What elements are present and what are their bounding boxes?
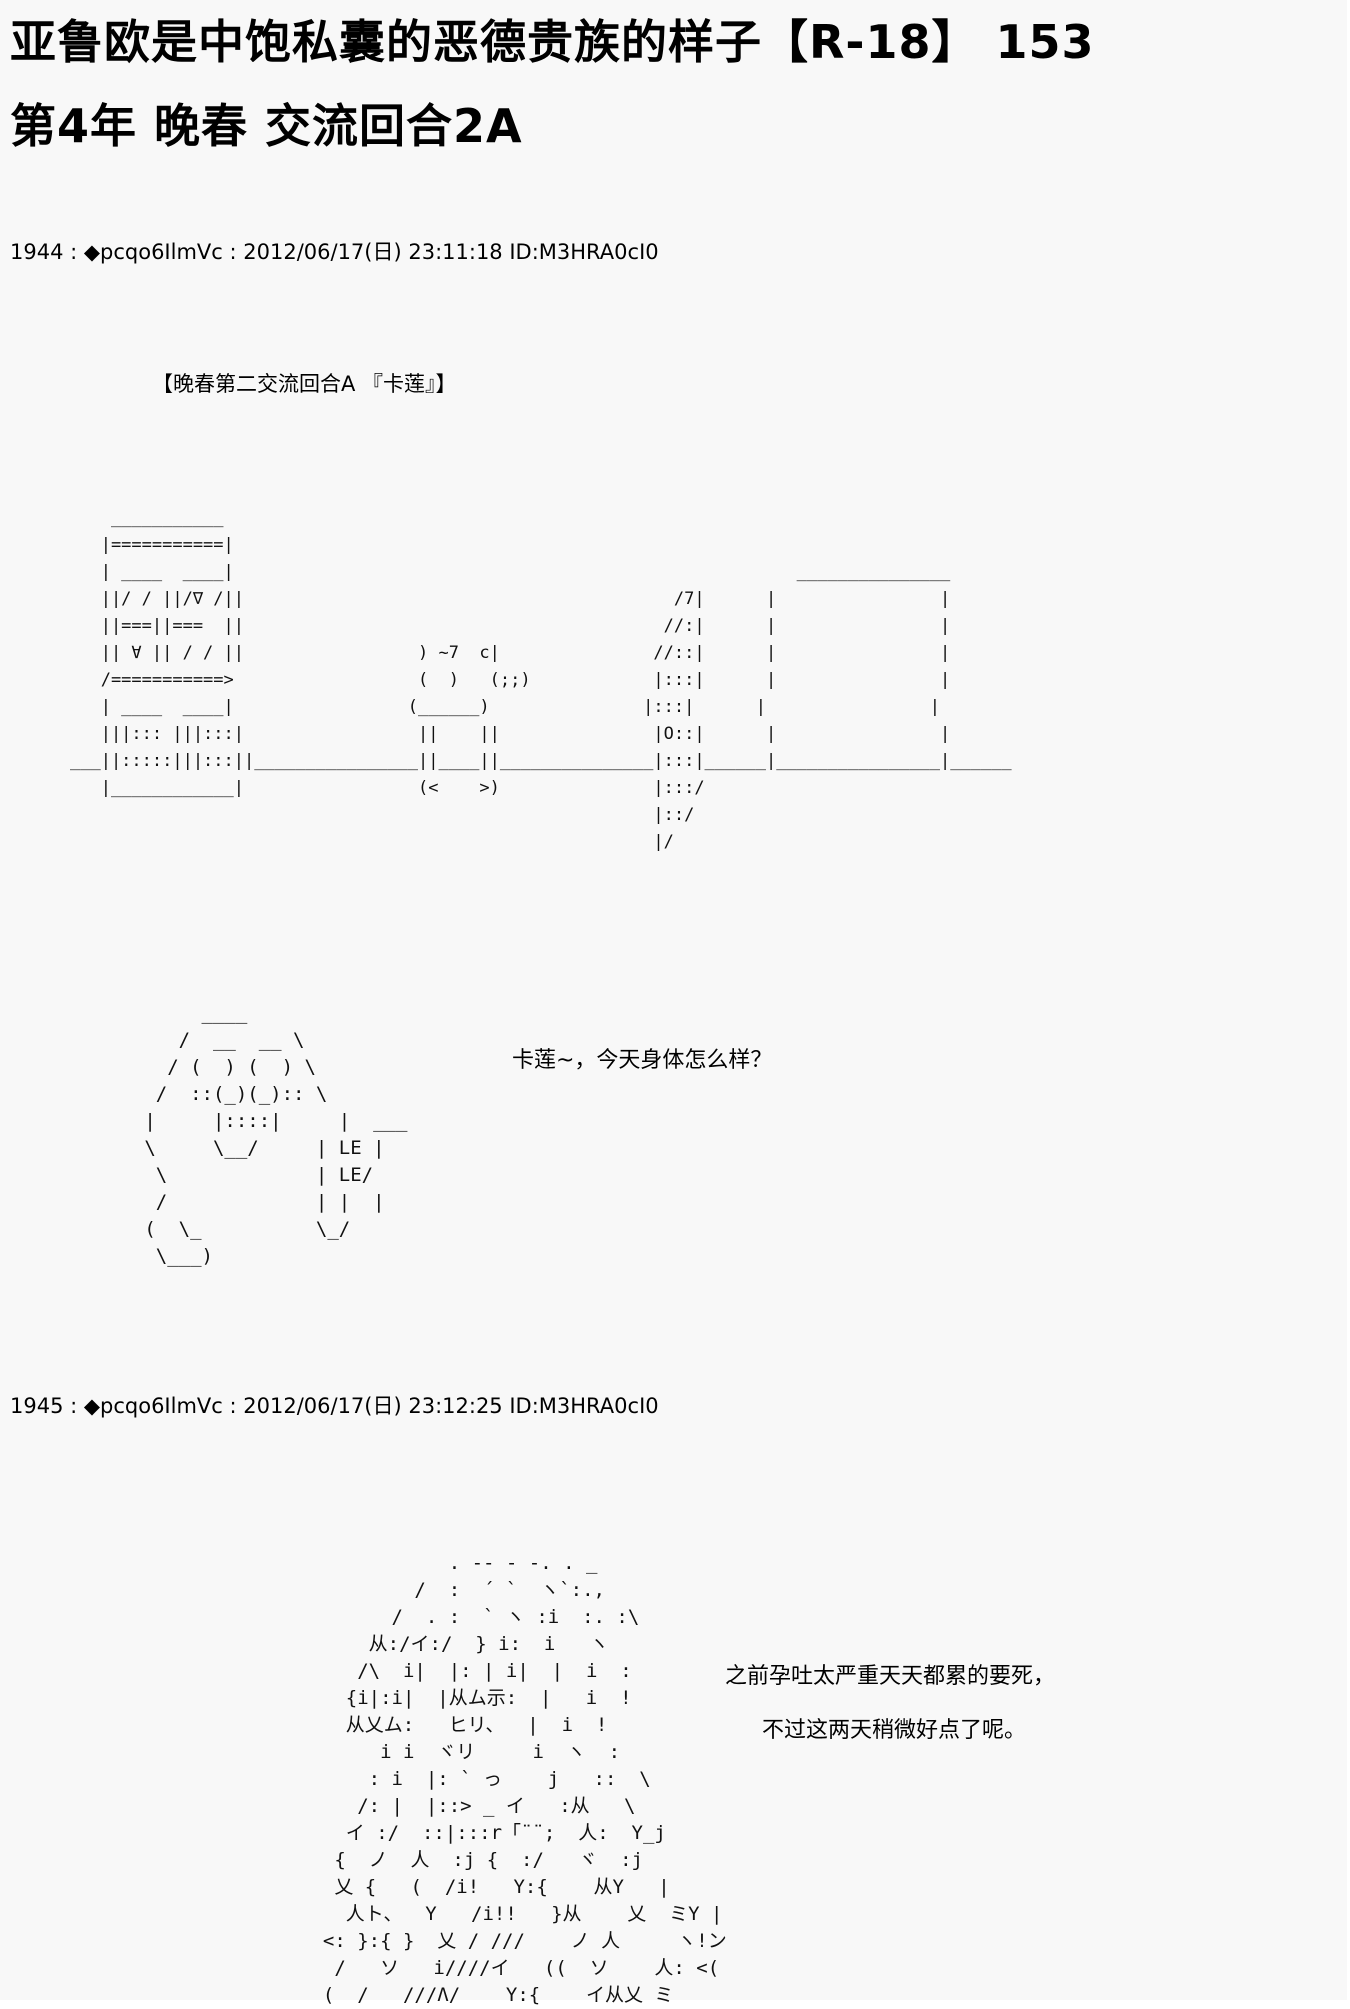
scene-label: 【晚春第二交流回合A 『卡莲』】 [152,372,457,396]
post-header: 1944 : ◆pcqo6IlmVc : 2012/06/17(日) 23:11… [10,240,659,264]
page-subtitle: 第4年 晚春 交流回合2A [10,99,523,153]
dialogue-line: 卡莲~，今天身体怎么样？ [512,1048,773,1073]
room-ascii-art: ___________ |===========| | ____ ____| _… [70,508,1012,852]
post-header: 1945 : ◆pcqo6IlmVc : 2012/06/17(日) 23:12… [10,1394,659,1418]
speaker-ascii-art: ____ / __ __ \ / ( ) ( ) \ / ::(_)(_):: … [144,1002,408,1267]
page-title: 亚鲁欧是中饱私囊的恶德贵族的样子【R-18】 153 [10,15,1095,69]
dialogue-line: 之前孕吐太严重天天都累的要死， [725,1664,1056,1689]
dialogue-line: 不过这两天稍微好点了呢。 [762,1718,1027,1743]
character-ascii-art: . -- - -. . _ / : ´ ` ヽ`:., / . : ` ヽ :i… [322,1552,727,2006]
